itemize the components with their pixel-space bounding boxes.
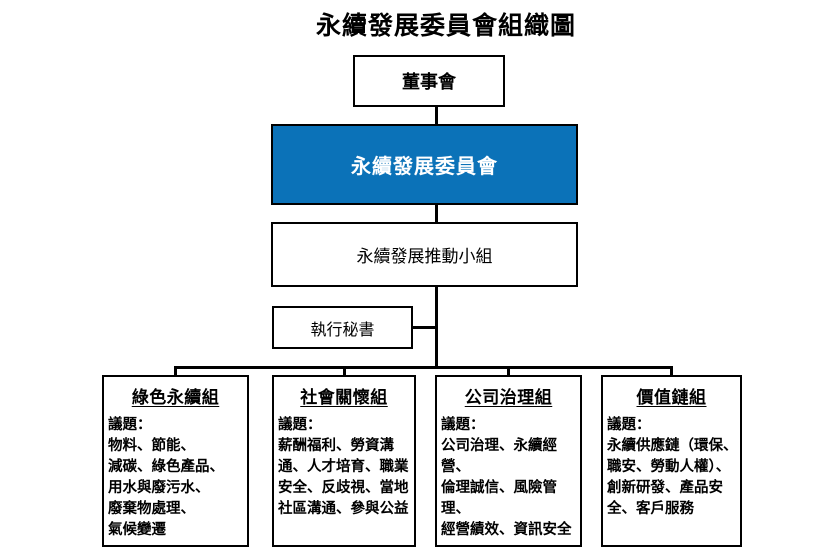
group-topics: 議題： 薪酬福利、勞資溝通、人才培育、職業安全、反歧視、當地社區溝通、參與公益 <box>274 415 414 520</box>
topic-line: 議題： <box>607 417 651 433</box>
chart-title: 永續發展委員會組織圖 <box>315 12 577 40</box>
connector-drop-value-chain-group <box>670 366 673 376</box>
group-box-green-sustainability: 綠色永續組 議題： 物料、節能、減碳、綠色產品、用水與廢污水、廢棄物處理、氣候變遷 <box>102 375 249 547</box>
promotion-team-box: 永續發展推動小組 <box>271 222 578 287</box>
topic-line: 公司治理、永續經 <box>441 438 557 454</box>
executive-secretary-label: 執行秘書 <box>310 321 375 339</box>
topic-line: 職安、勞動人權）、 <box>607 459 731 475</box>
topic-line: 倫理誠信、風險管 <box>441 480 557 496</box>
executive-secretary-box: 執行秘書 <box>272 306 413 349</box>
connector-drop-social-group <box>343 366 346 376</box>
topic-line: 議題： <box>441 417 485 433</box>
topic-line: 安全、反歧視、當地 <box>278 480 409 496</box>
group-topics: 議題： 公司治理、永續經營、倫理誠信、風險管理、經營績效、資訊安全 <box>437 415 580 541</box>
group-title: 公司治理組 <box>464 388 553 407</box>
connector-drop-governance-group <box>507 366 510 376</box>
group-topics: 議題： 物料、節能、減碳、綠色產品、用水與廢污水、廢棄物處理、氣候變遷 <box>104 415 247 541</box>
topic-line: 理、 <box>441 501 470 517</box>
connector-distributor <box>174 366 673 369</box>
group-topics: 議題： 永續供應鏈（環保、職安、勞動人權）、創新研發、產品安全、客戶服務 <box>603 415 740 520</box>
group-box-value-chain: 價值鏈組 議題： 永續供應鏈（環保、職安、勞動人權）、創新研發、產品安全、客戶服務 <box>601 375 742 547</box>
topic-line: 減碳、綠色產品、 <box>108 459 224 475</box>
topic-line: 經營績效、資訊安全 <box>441 522 572 538</box>
topic-line: 社區溝通、參與公益 <box>278 501 409 517</box>
group-box-social-care: 社會關懷組 議題： 薪酬福利、勞資溝通、人才培育、職業安全、反歧視、當地社區溝通、… <box>272 375 416 547</box>
board-of-directors-label: 董事會 <box>402 72 456 92</box>
topic-line: 薪酬福利、勞資溝 <box>278 438 394 454</box>
group-title: 價值鏈組 <box>636 388 707 407</box>
committee-box: 永續發展委員會 <box>271 124 578 205</box>
connector-board-to-committee <box>435 106 438 124</box>
topic-line: 全、客戶服務 <box>607 501 694 517</box>
topic-line: 創新研發、產品安 <box>607 480 723 496</box>
topic-line: 用水與廢污水、 <box>108 480 210 496</box>
topic-line: 通、人才培育、職業 <box>278 459 409 475</box>
connector-committee-to-team <box>435 204 438 222</box>
committee-label: 永續發展委員會 <box>351 156 498 178</box>
topic-line: 廢棄物處理、 <box>108 501 195 517</box>
topic-line: 營、 <box>441 459 470 475</box>
group-title: 綠色永續組 <box>131 388 220 407</box>
topic-line: 永續供應鏈（環保、 <box>607 438 738 454</box>
promotion-team-label: 永續發展推動小組 <box>356 247 493 266</box>
topic-line: 氣候變遷 <box>108 522 166 538</box>
connector-drop-green-group <box>174 366 177 376</box>
group-title: 社會關懷組 <box>300 388 388 407</box>
group-box-corporate-governance: 公司治理組 議題： 公司治理、永續經營、倫理誠信、風險管理、經營績效、資訊安全 <box>435 375 582 547</box>
board-of-directors-box: 董事會 <box>353 55 505 107</box>
topic-line: 議題： <box>108 417 152 433</box>
topic-line: 議題： <box>278 417 322 433</box>
connector-exec-to-trunk <box>412 326 437 329</box>
topic-line: 物料、節能、 <box>108 438 195 454</box>
